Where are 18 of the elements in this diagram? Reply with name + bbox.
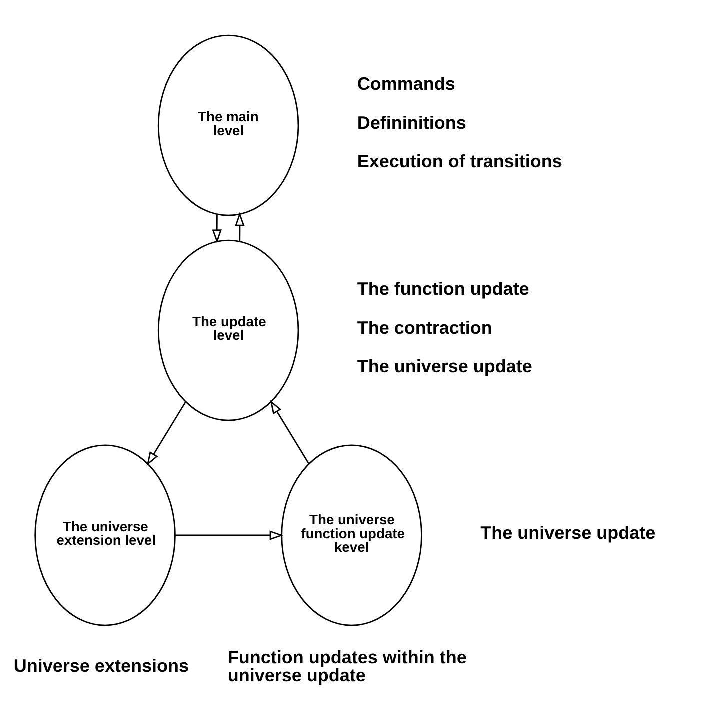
node-label: Function updates within the universe update: [228, 646, 467, 685]
node-label: Universe extensions: [14, 655, 189, 676]
node-ellipse: The main level: [158, 34, 300, 216]
node-label: Execution of transitions: [357, 151, 562, 172]
arrow: [270, 400, 310, 464]
node-label: The contraction: [357, 317, 492, 338]
node-label: The universe update: [480, 522, 656, 542]
node-ellipse: The universe function update kevel: [281, 444, 422, 626]
node-label: Defininitions: [357, 112, 466, 132]
node-label: Commands: [357, 74, 456, 94]
arrow: [146, 401, 186, 466]
node-ellipse: The universe extension level: [34, 444, 176, 626]
node-label: The universe update: [357, 356, 532, 376]
node-ellipse: The update level: [158, 239, 300, 421]
arrow: [235, 212, 245, 242]
node-label: The function update: [357, 278, 530, 299]
arrow: [212, 214, 222, 244]
arrow: [176, 530, 284, 540]
